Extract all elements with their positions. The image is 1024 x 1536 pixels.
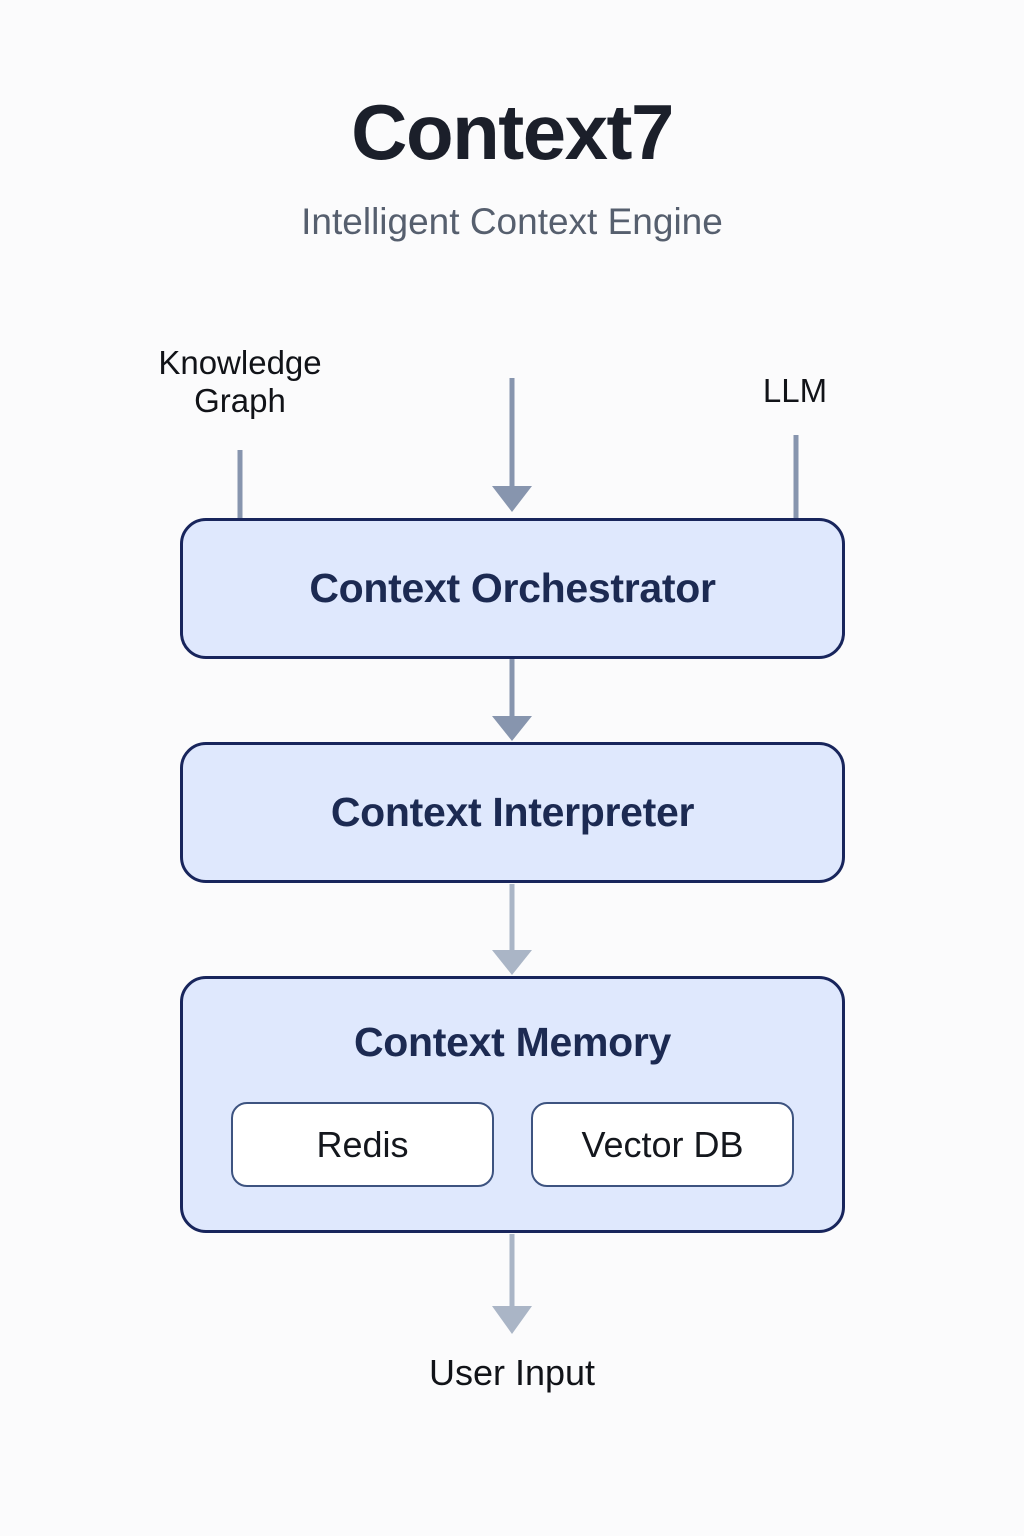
memory-store-vector-db-label: Vector DB bbox=[581, 1123, 744, 1165]
output-label-user-input: User Input bbox=[428, 1352, 596, 1393]
arrowhead-orchestrator-to-interpreter-icon bbox=[492, 716, 532, 741]
node-context-orchestrator[interactable]: Context Orchestrator bbox=[180, 518, 845, 659]
page-title: Context7 bbox=[351, 88, 674, 176]
input-label-knowledge-graph: Knowledge Graph bbox=[158, 344, 322, 420]
memory-store-redis-label: Redis bbox=[316, 1123, 409, 1165]
node-title-memory: Context Memory bbox=[353, 1019, 671, 1065]
arrowhead-memory-to-user-input-icon bbox=[492, 1306, 532, 1334]
arrowhead-interpreter-to-memory-icon bbox=[492, 950, 532, 975]
memory-store-redis[interactable]: Redis bbox=[231, 1102, 494, 1187]
input-label-llm: LLM bbox=[762, 372, 828, 409]
node-title-orchestrator: Context Orchestrator bbox=[309, 565, 716, 611]
node-title-interpreter: Context Interpreter bbox=[330, 789, 695, 835]
memory-store-vector-db[interactable]: Vector DB bbox=[531, 1102, 794, 1187]
memory-store-list: Redis Vector DB bbox=[231, 1102, 794, 1187]
arrowhead-top-input-icon bbox=[492, 486, 532, 512]
node-context-interpreter[interactable]: Context Interpreter bbox=[180, 742, 845, 883]
node-context-memory[interactable]: Context Memory Redis Vector DB bbox=[180, 976, 845, 1233]
page-subtitle: Intelligent Context Engine bbox=[301, 201, 723, 242]
